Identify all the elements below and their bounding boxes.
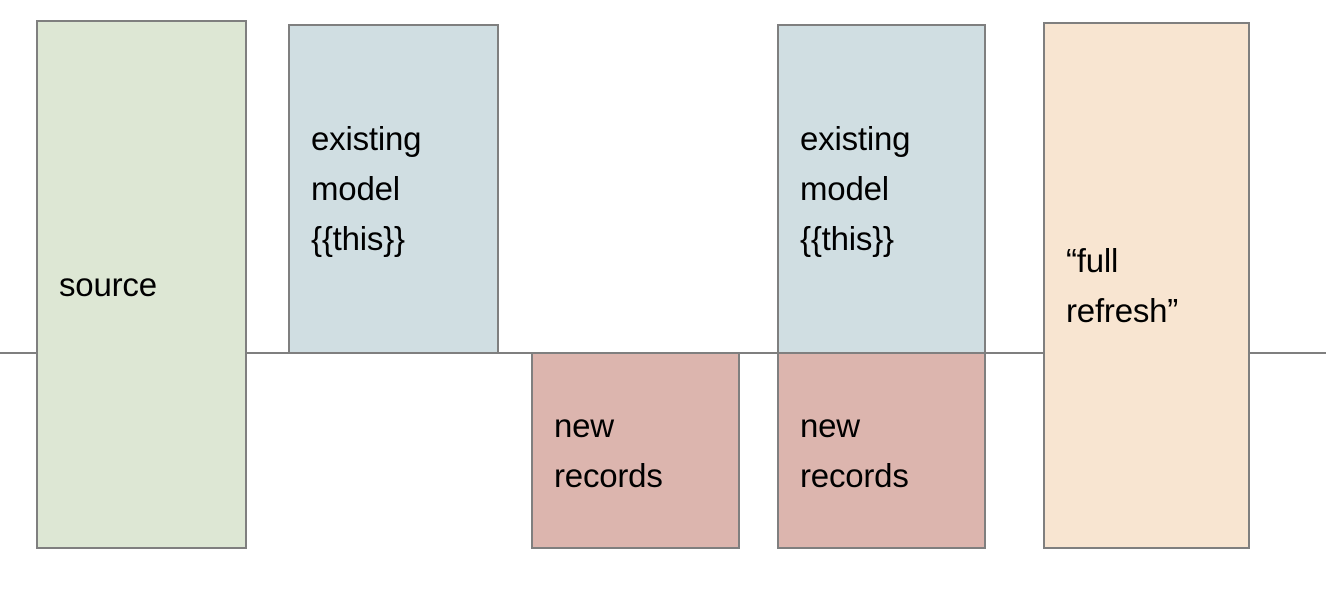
new-records-box-2-label: new records <box>800 406 909 494</box>
full-refresh-box-label: “full refresh” <box>1066 241 1179 329</box>
existing-model-box-1[interactable]: existing model {{this}} <box>288 24 499 354</box>
source-box[interactable]: source <box>36 20 247 549</box>
source-box-label: source <box>59 265 157 303</box>
new-records-box-2[interactable]: new records <box>777 352 986 549</box>
existing-model-box-1-label: existing model {{this}} <box>311 120 422 257</box>
new-records-box-1[interactable]: new records <box>531 352 740 549</box>
existing-model-box-2-label: existing model {{this}} <box>800 120 911 257</box>
new-records-box-1-label: new records <box>554 406 663 494</box>
full-refresh-box[interactable]: “full refresh” <box>1043 22 1250 549</box>
existing-model-box-2[interactable]: existing model {{this}} <box>777 24 986 354</box>
